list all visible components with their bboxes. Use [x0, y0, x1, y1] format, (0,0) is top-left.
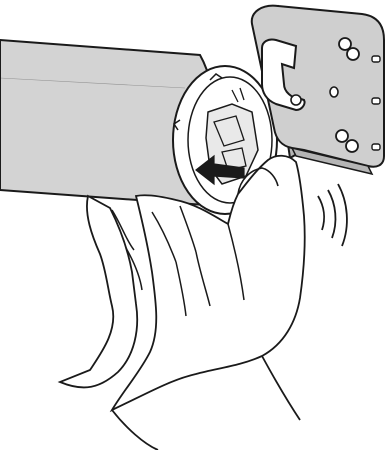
click-sound-line-3 — [338, 184, 347, 246]
bracket-screw-hole-1 — [339, 38, 351, 50]
bracket-small-hole-1 — [291, 95, 301, 105]
bracket-screw-hole-2 — [347, 48, 359, 60]
click-sound-line-1 — [318, 196, 324, 230]
bracket-screw-hole-4 — [346, 140, 358, 152]
bracket-screw-hole-3 — [336, 130, 348, 142]
bracket-edge-slot-3 — [372, 144, 380, 150]
bracket-edge-slot-1 — [372, 56, 380, 62]
click-sound-line-2 — [328, 190, 335, 238]
back-hand — [60, 196, 137, 387]
click-sound-icon — [318, 184, 347, 246]
bracket-edge-slot-2 — [372, 98, 380, 104]
bracket-center-hole — [330, 87, 338, 97]
